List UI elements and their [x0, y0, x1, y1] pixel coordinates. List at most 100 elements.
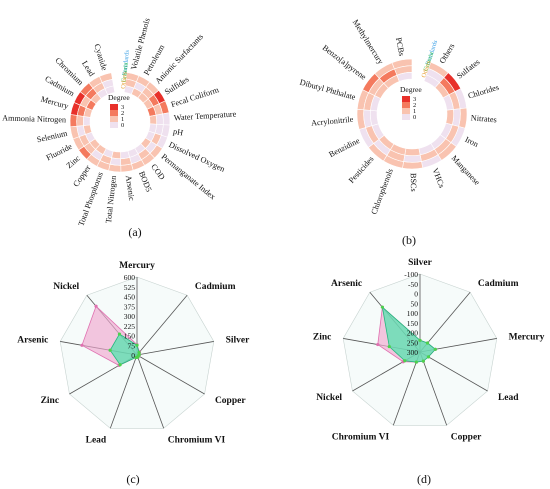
axis-spoke [419, 351, 488, 392]
legend-swatch [110, 116, 118, 122]
tick-label: 225 [124, 322, 136, 331]
tick-label: 300 [124, 312, 136, 321]
tick-label: 375 [124, 302, 136, 311]
category-label: Lead [498, 393, 519, 403]
tick-label: 0 [131, 351, 135, 360]
legend-level: 3 [121, 104, 124, 111]
tick-label: 600 [124, 273, 136, 282]
category-label: Sulfates [455, 57, 481, 80]
tick-label: 300 [407, 348, 419, 357]
legend-swatch [110, 110, 118, 116]
tick-label: 450 [124, 293, 136, 302]
tick-label: 50 [411, 299, 419, 308]
category-label: COD [149, 162, 167, 181]
category-label: Ammonia Nitrogen [2, 114, 66, 125]
heat-cell [69, 114, 78, 128]
category-label: Zinc [65, 153, 82, 170]
series-area [381, 306, 436, 363]
data-point [134, 355, 138, 360]
legend-level: 3 [413, 96, 416, 103]
category-label: Total Nitrogen [104, 175, 118, 224]
tick-label: 150 [124, 332, 136, 341]
category-label: Others [438, 42, 457, 65]
panel-label-b: (b) [402, 233, 416, 247]
legend-level: 0 [121, 122, 124, 129]
axis-spoke [136, 341, 214, 356]
category-label: Arsenic [17, 335, 48, 345]
category-label: Mercury [40, 95, 70, 112]
heat-cell [370, 110, 379, 127]
heat-cell [120, 150, 131, 159]
category-label: Lead [86, 436, 107, 446]
category-label: Chromium VI [332, 433, 390, 443]
category-label: pH [172, 127, 184, 138]
category-label: Lead [80, 59, 96, 78]
data-point [414, 360, 418, 364]
ring-label: Criteria [121, 62, 130, 83]
heatmap-b: OthersSulfatesChloridesNitratesIronManga… [299, 18, 500, 216]
category-label: VHCs [430, 167, 446, 189]
legend-level: 1 [121, 116, 124, 123]
category-label: PCBs [394, 37, 406, 57]
category-label: BOD5 [137, 170, 153, 193]
ring-label: Standards [121, 49, 131, 76]
data-point [421, 359, 425, 363]
axis-spoke [136, 294, 188, 356]
axis-spoke [392, 351, 421, 426]
category-label: Zinc [41, 396, 59, 406]
heat-cell [104, 85, 116, 96]
data-point [376, 342, 380, 347]
axis-spoke [136, 354, 165, 429]
category-label: Iron [464, 135, 480, 149]
category-label: Zinc [313, 332, 331, 342]
tick-label: 0 [414, 290, 418, 299]
legend-title: Degree [400, 85, 422, 94]
category-label: Arsenic [331, 279, 362, 289]
data-point [135, 343, 139, 347]
heat-cell [83, 116, 91, 126]
legend-swatch [402, 108, 410, 114]
radar-d: 300250200150100500-50-100SilverCadmiumMe… [313, 258, 545, 443]
category-label: Mercury [509, 332, 545, 342]
category-label: Manganese [450, 154, 482, 188]
category-label: Pesticides [347, 155, 376, 185]
panel-label-a: (a) [128, 225, 141, 239]
category-label: Benzidine [327, 136, 361, 159]
category-label: Silver [408, 258, 433, 268]
data-point [403, 359, 407, 363]
tick-label: -100 [404, 270, 418, 279]
category-label: Chromium VI [168, 436, 226, 446]
legend-swatch [402, 102, 410, 108]
category-label: Selenium [36, 129, 69, 145]
data-point [80, 343, 84, 347]
category-label: Nickel [316, 393, 342, 403]
radar-c: 075150225300375450525600MercuryCadmiumSi… [17, 261, 250, 446]
category-label: Nickel [53, 282, 79, 292]
category-label: Chlorophenols [369, 167, 394, 215]
category-label: Dibutyl Phthalate [299, 78, 357, 102]
category-label: Benzo[a]pyrene [321, 43, 369, 82]
legend-swatch [110, 122, 118, 128]
category-label: Mercury [119, 261, 155, 271]
legend-swatch [402, 96, 410, 102]
tick-label: 250 [407, 338, 419, 347]
category-label: Cadmium [195, 282, 236, 292]
category-label: Water Temperature [174, 109, 237, 122]
data-point [425, 341, 430, 345]
tick-label: 75 [128, 341, 136, 350]
category-label: Silver [226, 335, 251, 345]
legend-level: 1 [413, 108, 416, 115]
heat-cell [76, 115, 85, 127]
data-point [426, 355, 431, 359]
panel-label-d: (d) [417, 472, 431, 486]
axis-spoke [419, 351, 448, 426]
tick-label: 200 [407, 329, 419, 338]
data-point [108, 348, 112, 352]
category-label: Arsenic [124, 175, 137, 202]
heat-cell [162, 112, 171, 126]
legend-level: 2 [413, 102, 416, 109]
category-label: Copper [71, 163, 92, 188]
data-point [387, 344, 391, 349]
